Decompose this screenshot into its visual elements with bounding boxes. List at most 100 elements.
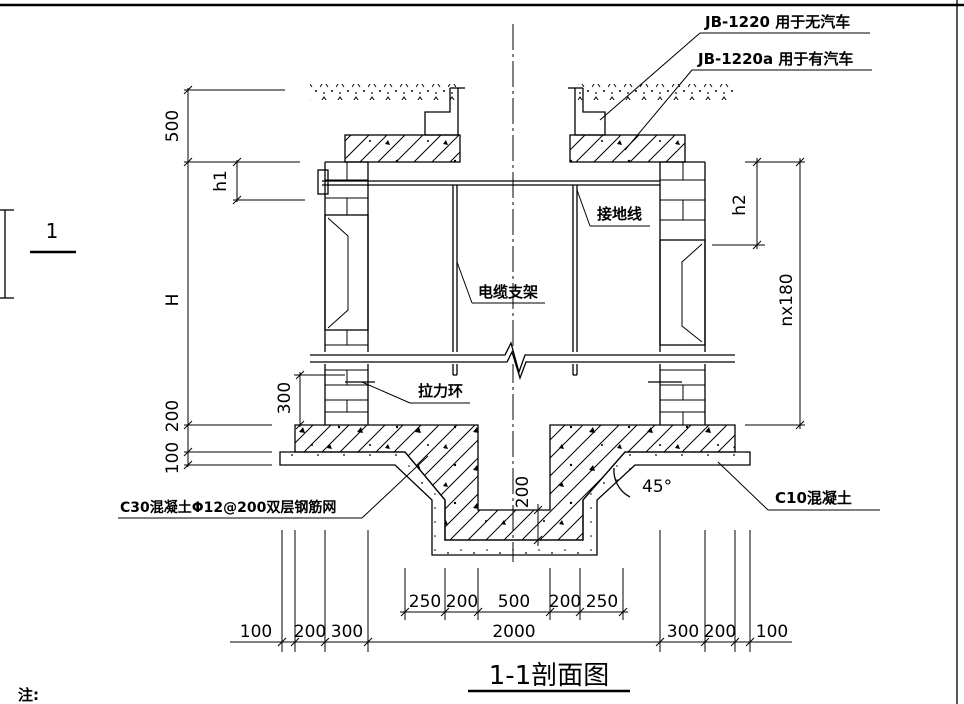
dim-tick (752, 157, 762, 167)
dim-tick (232, 195, 242, 205)
grounding-wire-label: 接地线 (597, 205, 642, 223)
ring-height-dimension: 300 (275, 370, 345, 430)
sump-depth-label: 200 (513, 476, 533, 508)
callout-leader (624, 69, 693, 151)
wall-niche-left-bevel (327, 217, 349, 329)
cover-callouts: JB-1220 用于无汽车 JB-1220a 用于有汽车 (599, 13, 872, 151)
dim-tick (745, 637, 755, 647)
overall-width-label: 100 (756, 622, 788, 642)
wall-height-label: H (163, 294, 183, 307)
dim-tick (183, 420, 193, 430)
break-line (310, 341, 735, 381)
cushion-callout: C10混凝土 (717, 461, 880, 511)
h1-label: h1 (211, 170, 231, 192)
h2-label: h2 (730, 194, 750, 216)
sump-width-label: 200 (446, 592, 478, 612)
h1-dimension: h1 (211, 157, 305, 205)
dim-tick (533, 505, 543, 515)
cushion-thickness-label: 100 (163, 442, 183, 474)
sump-width-label: 250 (586, 592, 618, 612)
ground-surface (310, 84, 735, 100)
overall-width-label: 2000 (492, 622, 535, 642)
overall-width-dimensions: 100 200 300 2000 300 200 100 (230, 530, 792, 652)
dim-tick (290, 637, 300, 647)
ring-height-label: 300 (275, 382, 295, 414)
pulling-ring-label: 拉力环 (418, 382, 463, 400)
cover-slab (344, 134, 686, 163)
ground-hatch-right (578, 84, 735, 100)
dim-tick (618, 607, 628, 617)
cable-bracket-label: 电缆支架 (478, 283, 538, 301)
dim-tick (183, 85, 193, 95)
grounding-wire-callout: 接地线 (576, 189, 650, 227)
dim-tick (795, 157, 805, 167)
dim-tick (295, 420, 305, 430)
angle-label: 45° (642, 477, 672, 497)
cover-slab-left-aggregate (345, 135, 460, 162)
wall-niche-left (324, 214, 369, 331)
brick-wall-left (317, 161, 369, 425)
dim-tick (277, 637, 287, 647)
left-dimensions: 500 H 200 100 (163, 85, 300, 474)
callout-leader (361, 455, 429, 519)
sump-width-dimensions: 250 200 500 200 250 (400, 568, 628, 620)
cover-depth-label: 500 (163, 110, 183, 142)
dim-tick (363, 637, 373, 647)
dim-tick (183, 447, 193, 457)
bracket-spacing-label: nx180 (777, 273, 797, 326)
section-mark: 1 (0, 209, 76, 299)
callout-leader (576, 189, 591, 227)
callout-leader (361, 381, 411, 404)
note-heading: 注: (18, 686, 39, 704)
dim-tick (183, 157, 193, 167)
break-line-lower (310, 350, 735, 381)
dim-tick (730, 637, 740, 647)
base-rebar-label: C30混凝土Φ12@200双层钢筋网 (120, 499, 336, 516)
cover-note-2: JB-1220a 用于有汽车 (697, 50, 853, 68)
base-rebar-callout: C30混凝土Φ12@200双层钢筋网 (118, 455, 429, 519)
cover-slab-right-aggregate (570, 135, 685, 162)
dim-tick (320, 637, 330, 647)
dim-tick (533, 535, 543, 545)
cable-bracket-callout: 电缆支架 (456, 261, 545, 304)
c30-base-slab-aggregate (295, 425, 735, 540)
sump-width-label: 250 (409, 592, 441, 612)
pulling-ring-callout: 拉力环 (361, 381, 470, 404)
overall-width-label: 200 (294, 622, 326, 642)
dim-tick (545, 607, 555, 617)
overall-width-label: 200 (704, 622, 736, 642)
grounding-rail (322, 180, 660, 186)
dim-tick (795, 420, 805, 430)
overall-width-label: 300 (331, 622, 363, 642)
dim-tick (655, 637, 665, 647)
cushion-label: C10混凝土 (775, 489, 852, 507)
dim-tick (440, 607, 450, 617)
sump-depth-dimension: 200 (513, 476, 560, 546)
dim-tick (473, 607, 483, 617)
cover-note-1: JB-1220 用于无汽车 (704, 13, 850, 31)
cable-brackets (452, 185, 578, 376)
wall-niche-right-bevel (681, 243, 703, 343)
callout-leader (599, 32, 701, 121)
dim-tick (700, 637, 710, 647)
dim-tick (183, 460, 193, 470)
wall-anchor-box (317, 169, 329, 195)
dim-tick (575, 607, 585, 617)
wall-niche-right (659, 239, 706, 346)
ground-hatch-left (310, 84, 456, 100)
base-thickness-label: 200 (163, 400, 183, 432)
callout-leader (717, 461, 769, 511)
section-title: 1-1剖面图 (489, 661, 609, 691)
sump-width-label: 500 (498, 592, 530, 612)
overall-width-label: 300 (667, 622, 699, 642)
brick-wall-right (659, 161, 706, 425)
section-mark-number: 1 (46, 219, 59, 243)
break-line-upper (310, 341, 735, 375)
dim-tick (400, 607, 410, 617)
dim-tick (295, 370, 305, 380)
right-dimensions: h2 nx180 (712, 157, 805, 430)
dim-tick (232, 157, 242, 167)
overall-width-label: 100 (240, 622, 272, 642)
callout-leader (456, 261, 473, 304)
